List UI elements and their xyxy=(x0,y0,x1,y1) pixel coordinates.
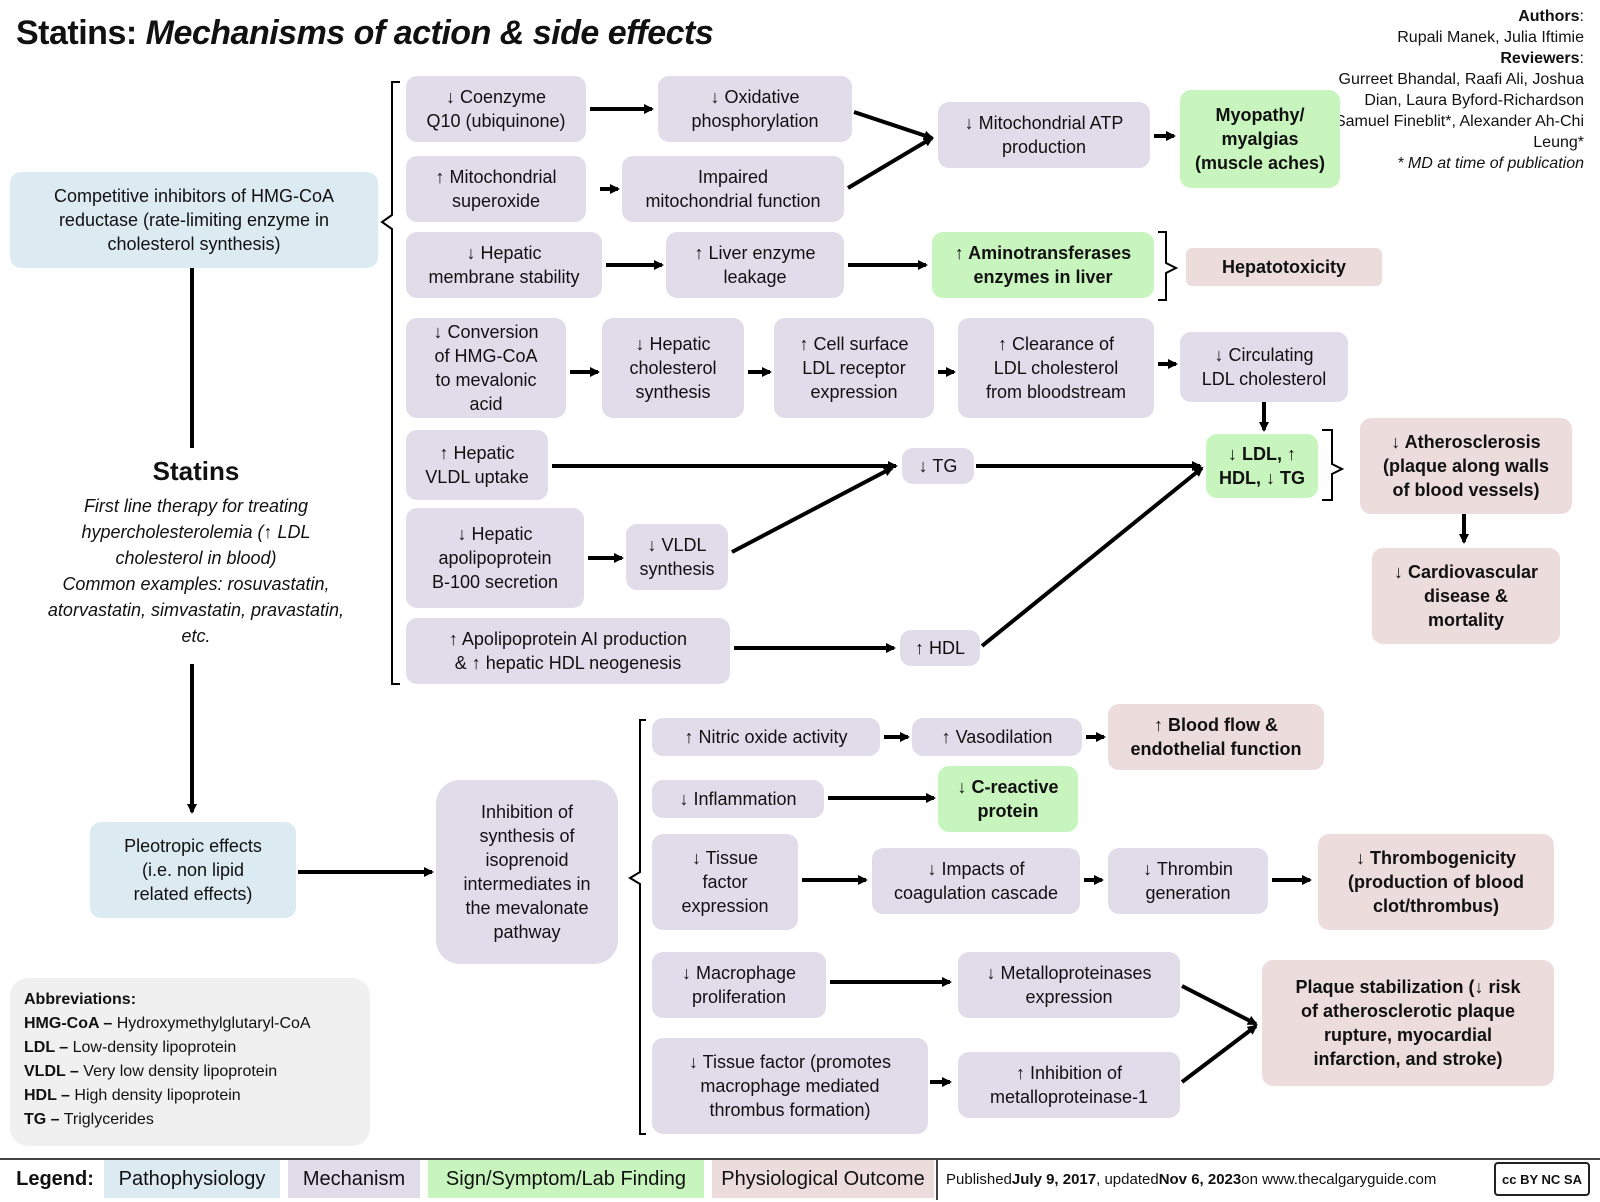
arrow-impaired-atp xyxy=(846,136,934,190)
updated-date: Nov 6, 2023 xyxy=(1158,1170,1242,1188)
vasodilation-box: ↑ Vasodilation xyxy=(912,718,1082,756)
tg-box: ↓ TG xyxy=(902,448,974,484)
tissue-factor-thrombus-box: ↓ Tissue factor (promotes macrophage med… xyxy=(652,1038,928,1134)
inhibition-mmp1-box: ↑ Inhibition of metalloproteinase-1 xyxy=(958,1052,1180,1118)
published-date: July 9, 2017 xyxy=(1011,1170,1097,1188)
thrombogenicity-box: ↓ Thrombogenicity (production of blood c… xyxy=(1318,834,1554,930)
arrow-mmp-plaque xyxy=(1181,984,1258,1026)
legend-bar xyxy=(0,1158,1600,1202)
tissue-factor-box: ↓ Tissue factor expression xyxy=(652,834,798,930)
bracket-aminotrans xyxy=(1158,231,1179,301)
myopathy-box: Myopathy/ myalgias (muscle aches) xyxy=(1180,90,1340,188)
abbreviation-row: VLDL – Very low density lipoprotein xyxy=(24,1060,356,1084)
vldl-uptake-box: ↑ Hepatic VLDL uptake xyxy=(406,430,548,500)
abbr-def: High density lipoprotein xyxy=(69,1087,241,1104)
statins-description: First line therapy for treating hypercho… xyxy=(47,496,345,646)
published-prefix: Published xyxy=(946,1170,1012,1188)
cardiovascular-box: ↓ Cardiovascular disease & mortality xyxy=(1372,548,1560,644)
apob-box: ↓ Hepatic apolipoprotein B-100 secretion xyxy=(406,508,584,608)
abbreviations-heading: Abbreviations: xyxy=(24,991,137,1008)
abbr-def: Triglycerides xyxy=(59,1111,154,1128)
authors-names: Rupali Manek, Julia Iftimie xyxy=(1397,29,1584,46)
abbr-def: Low-density lipoprotein xyxy=(68,1039,237,1056)
abbr-term: LDL – xyxy=(24,1039,69,1056)
apoai-box: ↑ Apolipoprotein AI production & ↑ hepat… xyxy=(406,618,730,684)
vldl-synthesis-box: ↓ VLDL synthesis xyxy=(626,524,728,590)
superoxide-box: ↑ Mitochondrial superoxide xyxy=(406,156,586,222)
legend-divider xyxy=(936,1160,938,1200)
mito-atp-box: ↓ Mitochondrial ATP production xyxy=(938,102,1150,168)
bracket-lipids xyxy=(1322,429,1345,501)
blood-flow-box: ↑ Blood flow & endothelial function xyxy=(1108,704,1324,770)
abbreviations-panel: Abbreviations: HMG-CoA – Hydroxymethylgl… xyxy=(10,978,370,1146)
statins-block: Statins First line therapy for treating … xyxy=(40,456,352,649)
abbr-term: HDL – xyxy=(24,1087,70,1104)
macrophage-box: ↓ Macrophage proliferation xyxy=(652,952,826,1018)
page-title: Statins: Mechanisms of action & side eff… xyxy=(16,14,714,53)
abbr-term: TG – xyxy=(24,1111,60,1128)
hdl-box: ↑ HDL xyxy=(900,630,980,666)
abbreviation-row: TG – Triglycerides xyxy=(24,1108,356,1132)
authors-note: * MD at time of publication xyxy=(1397,155,1584,172)
isoprenoid-box: Inhibition of synthesis of isoprenoid in… xyxy=(436,780,618,964)
legend-label: Legend: xyxy=(16,1167,94,1190)
oxphos-box: ↓ Oxidative phosphorylation xyxy=(658,76,852,142)
thrombin-box: ↓ Thrombin generation xyxy=(1108,848,1268,914)
hepatotoxicity-box: Hepatotoxicity xyxy=(1186,248,1382,286)
arrow-inhib-plaque xyxy=(1180,1024,1258,1084)
arrow-oxphos-atp xyxy=(853,110,934,141)
legend-physiological-outcome: Physiological Outcome xyxy=(712,1160,934,1198)
legend-sign-symptom: Sign/Symptom/Lab Finding xyxy=(428,1160,704,1198)
authors-label: Authors xyxy=(1518,8,1580,25)
title-main: Statins: xyxy=(16,14,137,52)
clearance-box: ↑ Clearance of LDL cholesterol from bloo… xyxy=(958,318,1154,418)
aminotransferases-box: ↑ Aminotransferases enzymes in liver xyxy=(932,232,1154,298)
bracket-pleotropic-mechanisms xyxy=(628,719,646,1135)
conversion-box: ↓ Conversion of HMG-CoA to mevalonic aci… xyxy=(406,318,566,418)
ldl-hdl-tg-box: ↓ LDL, ↑ HDL, ↓ TG xyxy=(1206,434,1318,498)
abbreviation-row: LDL – Low-density lipoprotein xyxy=(24,1036,356,1060)
abbr-term: VLDL – xyxy=(24,1063,79,1080)
coq10-box: ↓ Coenzyme Q10 (ubiquinone) xyxy=(406,76,586,142)
legend-mechanism: Mechanism xyxy=(288,1160,420,1198)
authors-block: Authors: Rupali Manek, Julia Iftimie Rev… xyxy=(1314,6,1584,174)
reviewers-label: Reviewers xyxy=(1500,50,1580,67)
metalloproteinases-box: ↓ Metalloproteinases expression xyxy=(958,952,1180,1018)
reviewers-names: Gurreet Bhandal, Raafi Ali, Joshua Dian,… xyxy=(1334,71,1584,151)
nitric-oxide-box: ↑ Nitric oxide activity xyxy=(652,718,880,756)
competitive-inhibitor-box: Competitive inhibitors of HMG-CoA reduct… xyxy=(10,172,378,268)
crp-box: ↓ C-reactive protein xyxy=(938,766,1078,832)
abbr-def: Very low density lipoprotein xyxy=(78,1063,278,1080)
impaired-function-box: Impaired mitochondrial function xyxy=(622,156,844,222)
cc-by-nc-sa-icon: cc BY NC SA xyxy=(1494,1162,1590,1196)
atherosclerosis-box: ↓ Atherosclerosis (plaque along walls of… xyxy=(1360,418,1572,514)
plaque-stabilization-box: Plaque stabilization (↓ risk of atherosc… xyxy=(1262,960,1554,1086)
arrow-vldlsynth-tg xyxy=(731,466,894,554)
hepatic-cholesterol-box: ↓ Hepatic cholesterol synthesis xyxy=(602,318,744,418)
updated-prefix: , updated xyxy=(1096,1170,1159,1188)
abbreviation-row: HDL – High density lipoprotein xyxy=(24,1084,356,1108)
inflammation-box: ↓ Inflammation xyxy=(652,780,824,818)
pleotropic-effects-box: Pleotropic effects (i.e. non lipid relat… xyxy=(90,822,296,918)
bracket-statins-mechanisms xyxy=(380,81,400,685)
title-italic: Mechanisms of action & side effects xyxy=(145,14,714,52)
abbr-term: HMG-CoA – xyxy=(24,1015,113,1032)
published-line: Published July 9, 2017, updated Nov 6, 2… xyxy=(946,1160,1436,1198)
cell-surface-ldl-box: ↑ Cell surface LDL receptor expression xyxy=(774,318,934,418)
abbreviation-row: HMG-CoA – Hydroxymethylglutaryl-CoA xyxy=(24,1012,356,1036)
abbr-def: Hydroxymethylglutaryl-CoA xyxy=(112,1015,311,1032)
hepatic-membrane-box: ↓ Hepatic membrane stability xyxy=(406,232,602,298)
site-link[interactable]: on www.thecalgaryguide.com xyxy=(1241,1170,1437,1188)
legend-pathophysiology: Pathophysiology xyxy=(104,1160,280,1198)
statins-title: Statins xyxy=(152,456,240,486)
coagulation-box: ↓ Impacts of coagulation cascade xyxy=(872,848,1080,914)
liver-leakage-box: ↑ Liver enzyme leakage xyxy=(666,232,844,298)
arrow-hdl-ldltg xyxy=(980,466,1204,648)
circulating-ldl-box: ↓ Circulating LDL cholesterol xyxy=(1180,332,1348,402)
